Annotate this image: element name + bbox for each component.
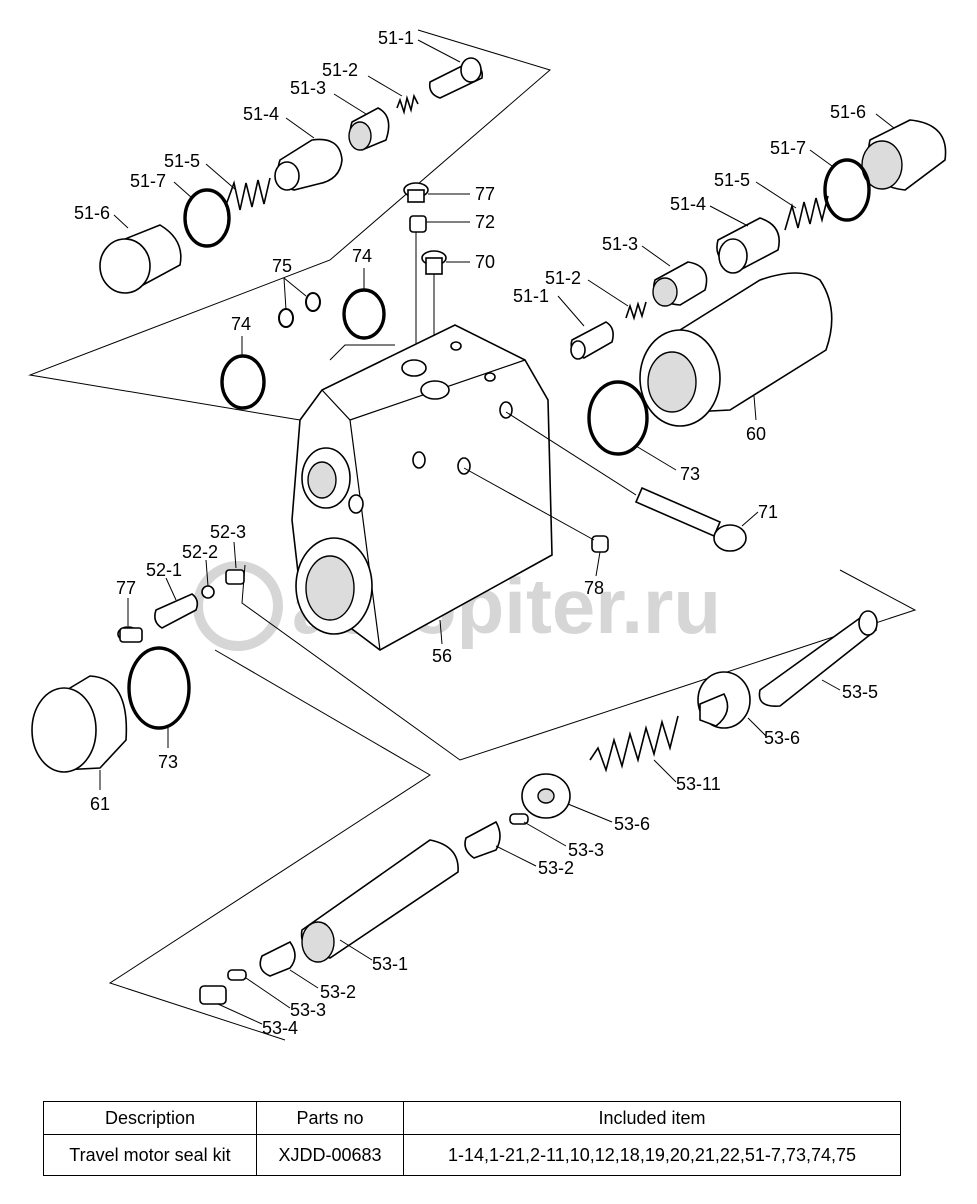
callout-label: 60 [746,424,766,444]
part-73-o-ring-left [127,646,191,730]
callout-label: 52-3 [210,522,246,542]
header-description: Description [43,1101,257,1135]
callout-label: 51-1 [513,286,549,306]
callout-label: 77 [475,184,495,204]
part-51-3-seat [348,107,390,151]
part-53-11-spring [589,715,679,773]
part-51-4-sleeve [274,138,343,191]
callout-label: 51-3 [602,234,638,254]
part-51-6-plug-right [861,119,947,191]
callout-label: 78 [584,578,604,598]
callout-label: 51-3 [290,78,326,98]
callout-label: 52-2 [182,542,218,562]
part-51-6-plug [99,224,182,294]
part-51-2-spring [396,93,419,116]
part-71-bolt [634,486,747,552]
part-74-o-ring-a [342,288,386,340]
callout-label: 51-6 [830,102,866,122]
part-53-6-retainer-bottom [521,773,571,819]
callout-label: 51-7 [770,138,806,158]
part-70-plug [421,250,447,275]
part-77-plug-left [117,626,143,643]
callout-label: 71 [758,502,778,522]
part-74-o-ring-b [220,354,266,410]
callout-label: 53-5 [842,682,878,702]
callout-label: 51-4 [670,194,706,214]
callout-label: 77 [116,578,136,598]
callout-label: 51-5 [714,170,750,190]
callout-labels: 51-1 51-2 51-3 51-4 51-5 51-7 51-6 51-6 … [74,28,878,1038]
part-51-1-poppet [428,57,484,99]
callout-label: 51-7 [130,171,166,191]
cell-parts-no: XJDD-00683 [256,1134,404,1176]
callout-label: 51-6 [74,203,110,223]
part-75-o-ring-a [278,308,294,328]
part-53-2-piston-top [464,820,501,859]
callout-label: 51-1 [378,28,414,48]
part-53-4-screw [199,985,227,1005]
cell-description: Travel motor seal kit [43,1134,257,1176]
callout-label: 53-2 [538,858,574,878]
callout-label: 74 [231,314,251,334]
callout-label: 53-1 [372,954,408,974]
part-78-pin [591,535,609,553]
part-52-1-screw [154,593,199,629]
callout-label: 51-5 [164,151,200,171]
part-53-3-pin-top [509,813,529,825]
assembly-outlines [28,29,917,1041]
part-51-5-spring-right [784,195,829,231]
part-51-7-o-ring [183,188,231,248]
callout-label: 53-3 [568,840,604,860]
exploded-parts-diagram: autopiter.ru [28,28,947,1041]
callout-label: 53-3 [290,1000,326,1020]
part-52-2-ball [201,585,215,599]
part-53-5-spool [758,610,878,707]
part-60-cap [639,272,833,427]
callout-label: 74 [352,246,372,266]
callout-label: 53-2 [320,982,356,1002]
callout-label: 51-4 [243,104,279,124]
part-72-plug [409,215,427,233]
callout-label: 52-1 [146,560,182,580]
callout-label: 72 [475,212,495,232]
part-53-3-pin-bottom [227,969,247,981]
seal-kit-table: Description Parts no Included item Trave… [43,1101,901,1176]
table-header-row: Description Parts no Included item [43,1101,901,1135]
callout-label: 53-6 [614,814,650,834]
part-51-5-spring [225,177,271,211]
callout-label: 73 [680,464,700,484]
leader-lines [99,39,895,1025]
callout-label: 53-11 [676,774,721,794]
part-51-1-poppet-right [570,321,614,360]
part-73-o-ring-right [587,380,649,456]
callout-label: 75 [272,256,292,276]
part-75-o-ring-b [305,292,321,312]
header-parts-no: Parts no [256,1101,404,1135]
table-row: Travel motor seal kit XJDD-00683 1-14,1-… [43,1134,901,1176]
part-51-2-spring-right [625,301,647,321]
part-61-cap [31,675,128,773]
part-56-valve-body [291,324,553,651]
header-included-item: Included item [403,1101,901,1135]
callout-label: 53-6 [764,728,800,748]
callout-label: 51-2 [322,60,358,80]
part-53-6-retainer-top [697,671,751,729]
callout-label: 56 [432,646,452,666]
part-77-plug-top [403,182,429,203]
part-52-3-plug [225,569,245,585]
callout-label: 61 [90,794,110,814]
cell-included-item: 1-14,1-21,2-11,10,12,18,19,20,21,22,51-7… [403,1134,901,1176]
part-51-3-seat-right [652,261,708,307]
part-53-2-piston-bottom [259,940,296,977]
callout-label: 73 [158,752,178,772]
callout-label: 51-2 [545,268,581,288]
part-53-1-spool-body [300,839,459,963]
callout-label: 70 [475,252,495,272]
part-51-7-o-ring-right [823,158,871,222]
part-51-4-sleeve-right [716,217,780,274]
callout-label: 53-4 [262,1018,298,1038]
